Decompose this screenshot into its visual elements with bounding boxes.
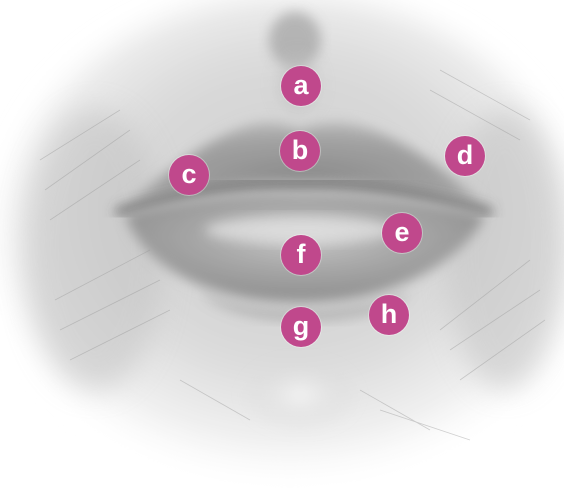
left-cheek-shadow bbox=[25, 110, 165, 390]
marker-h: h bbox=[369, 295, 409, 335]
marker-e: e bbox=[382, 213, 422, 253]
chin-highlight bbox=[240, 357, 360, 433]
marker-a: a bbox=[281, 66, 321, 106]
marker-b: b bbox=[280, 131, 320, 171]
marker-f: f bbox=[281, 235, 321, 275]
marker-c: c bbox=[169, 155, 209, 195]
marker-g: g bbox=[281, 307, 321, 347]
marker-d: d bbox=[445, 136, 485, 176]
